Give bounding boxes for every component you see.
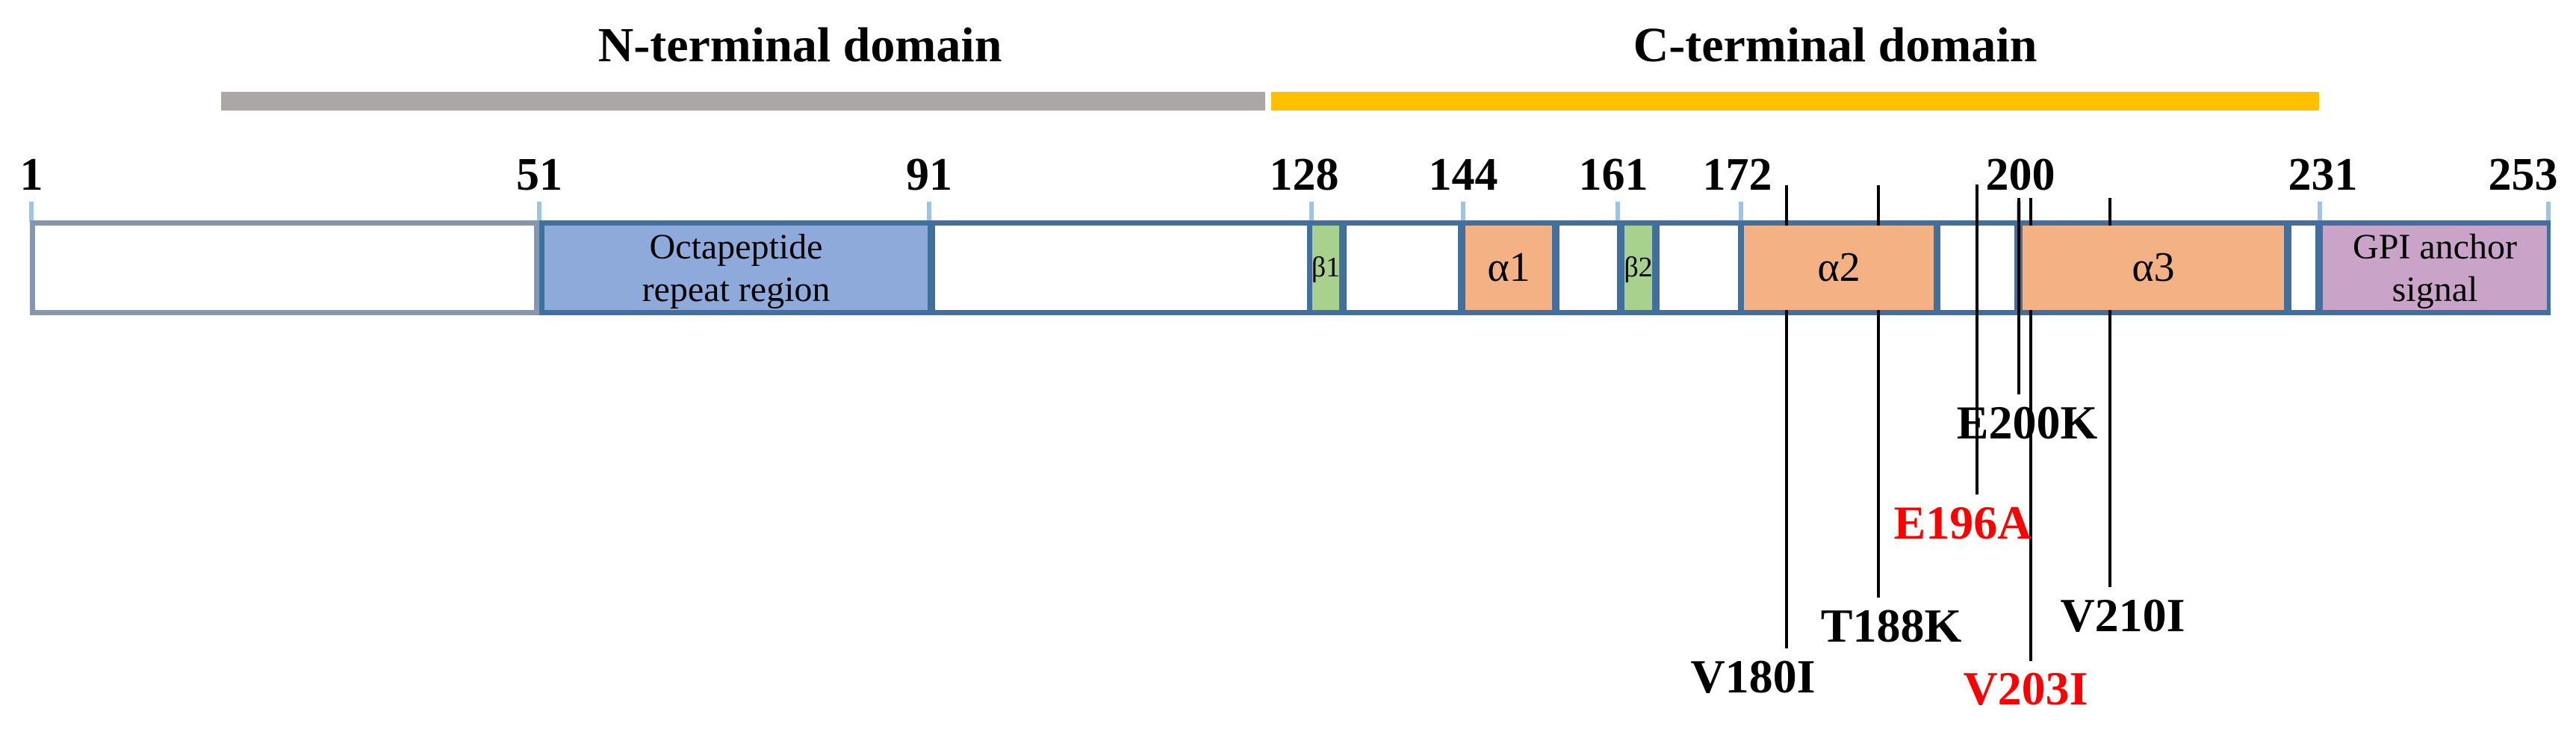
segment-gpi-anchor-signal-label: signal <box>2392 269 2478 309</box>
mutation-label-E196A: E196A <box>1893 496 2032 549</box>
mutation-label-T188K: T188K <box>1820 599 1962 652</box>
c-terminal-domain-bar <box>1271 92 2319 111</box>
scale-tick-51 <box>537 202 541 222</box>
scale-tick-161 <box>1616 202 1620 222</box>
segment-beta1-label: β1 <box>1311 252 1341 283</box>
mutation-line-E200K <box>2017 198 2020 394</box>
segment-white-91-128 <box>935 226 1307 310</box>
segment-alpha3: α3 <box>2023 226 2284 310</box>
scale-number-172: 172 <box>1702 149 1772 200</box>
scale-tick-253 <box>2546 202 2551 222</box>
segment-alpha2-label: α2 <box>1817 244 1860 291</box>
scale-number-1: 1 <box>19 149 43 200</box>
scale-number-253: 253 <box>2488 149 2558 200</box>
segment-white-153-161 <box>1559 226 1617 310</box>
scale-number-200: 200 <box>1985 149 2055 200</box>
segment-gpi-anchor-signal-label: GPI anchor <box>2353 226 2517 267</box>
scale-tick-231 <box>2318 202 2322 222</box>
scale-number-161: 161 <box>1578 149 1648 200</box>
segment-white-164-172 <box>1660 226 1738 310</box>
mutation-label-E200K: E200K <box>1956 396 2098 449</box>
scale-number-231: 231 <box>2288 149 2358 200</box>
scale-number-91: 91 <box>906 149 952 200</box>
scale-tick-144 <box>1461 202 1465 222</box>
segment-alpha3-label: α3 <box>2132 244 2175 291</box>
scale-tick-91 <box>927 202 931 222</box>
segment-white-227-230 <box>2291 226 2315 310</box>
segment-octapeptide-label: repeat region <box>642 269 831 309</box>
mutation-label-V210I: V210I <box>2060 589 2185 642</box>
segment-beta1: β1 <box>1311 226 1341 310</box>
c-terminal-domain-title: C-terminal domain <box>1633 18 2037 72</box>
mutation-line-V180I <box>1785 185 1788 648</box>
scale-number-128: 128 <box>1269 149 1339 200</box>
mutation-line-V203I <box>2029 198 2032 661</box>
scale-number-51: 51 <box>516 149 562 200</box>
segment-alpha1-label: α1 <box>1487 244 1530 291</box>
n-terminal-domain-title: N-terminal domain <box>598 18 1002 72</box>
segment-beta2-label: β2 <box>1624 252 1653 283</box>
segment-signal-peptide-region <box>30 220 539 315</box>
mutation-label-V203I: V203I <box>1963 662 2088 715</box>
scale-tick-128 <box>1309 202 1314 222</box>
segment-white-131-144 <box>1347 226 1458 310</box>
segment-alpha1: α1 <box>1465 226 1552 310</box>
mutation-line-V210I <box>2108 198 2111 587</box>
mutation-line-E196A <box>1976 184 1978 494</box>
segment-octapeptide-label: Octapeptide <box>649 226 823 267</box>
scale-number-144: 144 <box>1428 149 1498 200</box>
segment-alpha2: α2 <box>1744 226 1934 310</box>
mutation-line-T188K <box>1877 185 1880 598</box>
segment-beta2: β2 <box>1624 226 1653 310</box>
scale-tick-172 <box>1739 202 1743 222</box>
n-terminal-domain-bar <box>221 92 1265 111</box>
scale-tick-1 <box>29 202 34 222</box>
mutation-label-V180I: V180I <box>1690 650 1816 703</box>
